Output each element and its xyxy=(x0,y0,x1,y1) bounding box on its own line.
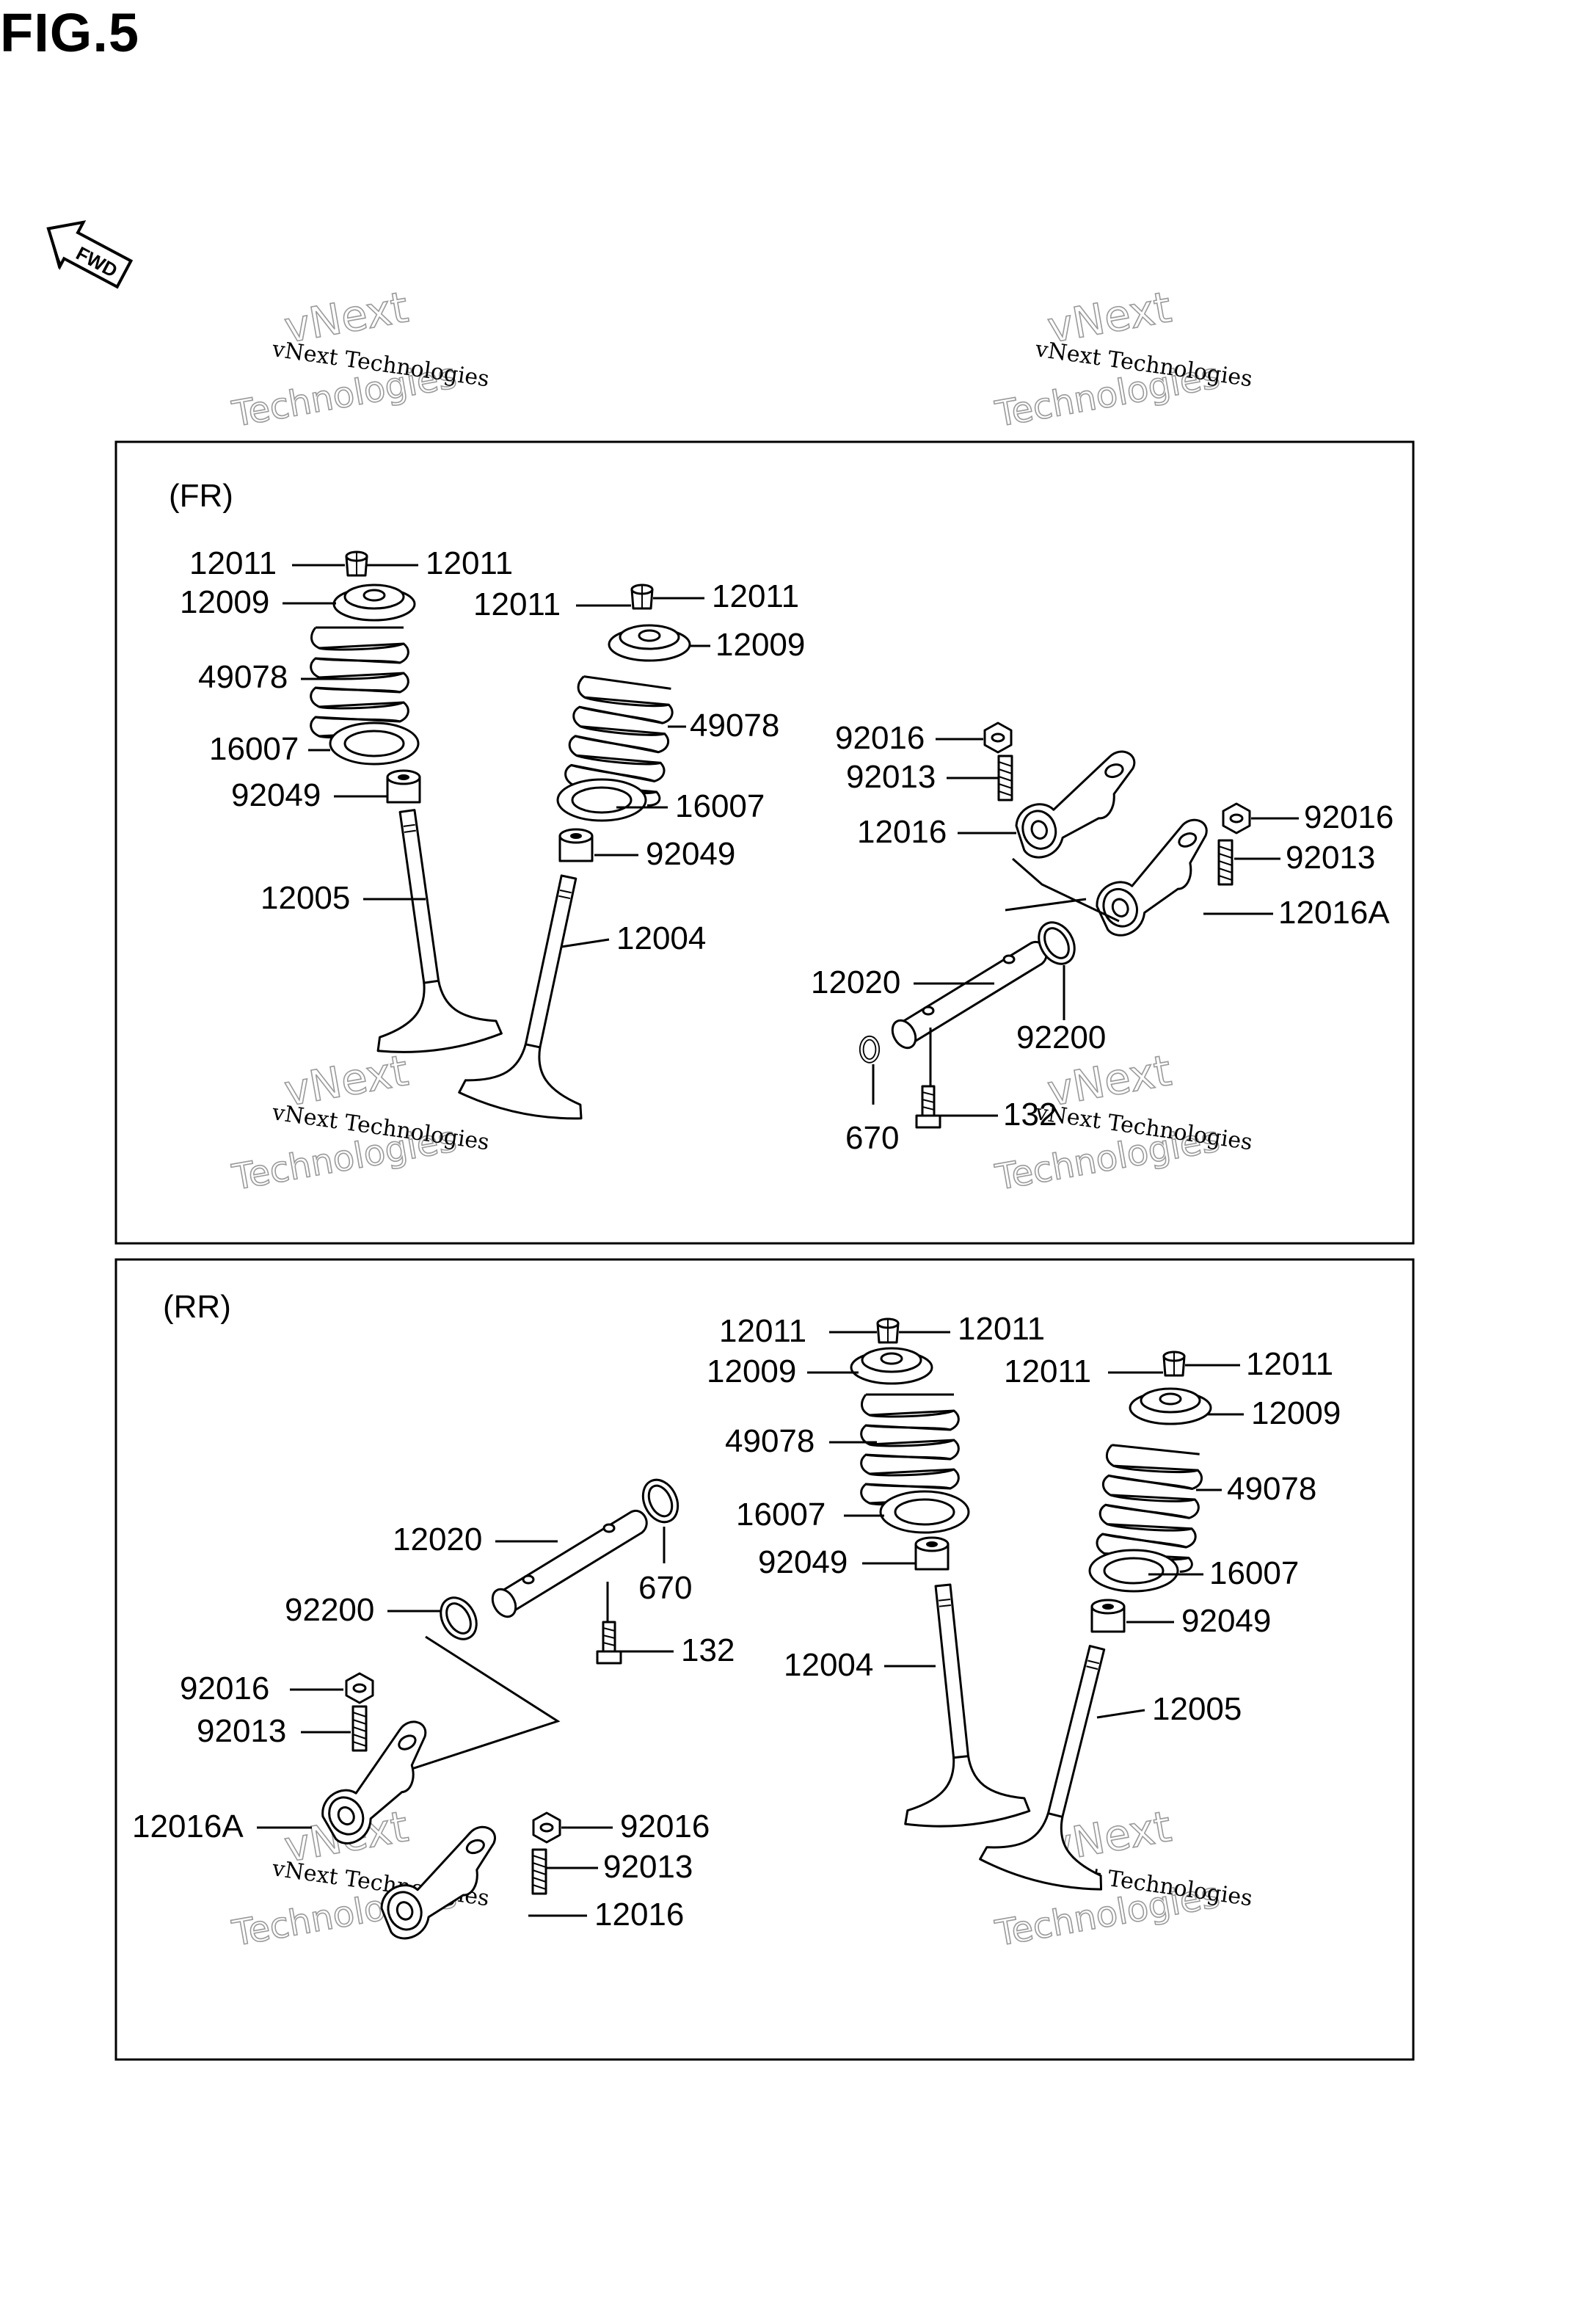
callout: 49078 xyxy=(198,659,288,695)
callout: 12020 xyxy=(393,1522,482,1557)
fr-callouts: 12011 12011 12009 49078 16007 92049 1200… xyxy=(180,545,1393,1156)
callout: 12009 xyxy=(715,627,805,663)
rr-callouts: 12011 12011 12009 49078 16007 92049 1200… xyxy=(132,1311,1341,1933)
fr-exhaust-valve-group xyxy=(310,550,504,1060)
callout: 92013 xyxy=(1286,840,1375,876)
callout: 92049 xyxy=(646,836,735,872)
panel-front-frame xyxy=(114,440,1415,1245)
callout: 92013 xyxy=(197,1713,286,1749)
callout: 12016 xyxy=(594,1897,684,1933)
panel-rear-frame xyxy=(114,1258,1415,2061)
panel-front-label: (FR) xyxy=(169,478,233,514)
callout: 12004 xyxy=(784,1647,873,1683)
callout: 12011 xyxy=(719,1313,806,1349)
callout: 12011 xyxy=(1004,1353,1091,1389)
panel-rear-label: (RR) xyxy=(163,1289,231,1325)
callout: 12009 xyxy=(180,584,269,620)
callout: 49078 xyxy=(1227,1471,1316,1507)
callout: 12016 xyxy=(857,814,947,850)
fr-rocker-assembly xyxy=(859,721,1251,1129)
fwd-arrow-icon: FWD xyxy=(46,220,134,289)
callout: 12011 xyxy=(473,586,561,622)
callout: 16007 xyxy=(675,788,765,824)
callout: 92013 xyxy=(846,759,936,795)
callout: 92049 xyxy=(1181,1603,1271,1639)
callout: 49078 xyxy=(725,1423,815,1459)
callout: 132 xyxy=(681,1632,735,1668)
callout: 92016 xyxy=(1304,799,1393,835)
callout: 12009 xyxy=(1251,1395,1341,1431)
callout: 12005 xyxy=(1152,1691,1242,1727)
callout: 92049 xyxy=(231,777,321,813)
callout: 92200 xyxy=(285,1592,374,1628)
rr-intake-valve-group xyxy=(850,1317,1032,1833)
callout: 12011 xyxy=(426,545,513,581)
callout: 92200 xyxy=(1016,1019,1106,1055)
callout: 12011 xyxy=(1246,1346,1333,1382)
callout: 92016 xyxy=(180,1671,269,1706)
callout: 92016 xyxy=(620,1808,710,1844)
callout: 12005 xyxy=(260,880,350,916)
callout: 670 xyxy=(638,1570,692,1606)
callout: 12011 xyxy=(958,1311,1045,1347)
callout: 12011 xyxy=(189,545,277,581)
callout: 132 xyxy=(1003,1097,1057,1133)
callout: 12009 xyxy=(707,1353,796,1389)
rr-rocker-assembly xyxy=(302,1473,686,1945)
callout: 16007 xyxy=(209,731,299,767)
callout: 12020 xyxy=(811,964,900,1000)
callout: 92016 xyxy=(835,720,925,756)
callout: 49078 xyxy=(690,708,779,744)
callout: 670 xyxy=(845,1120,899,1156)
callout: 12016A xyxy=(132,1808,244,1844)
callout: 16007 xyxy=(736,1497,826,1533)
callout: 12016A xyxy=(1278,895,1390,931)
callout: 92013 xyxy=(603,1849,693,1885)
callout: 12004 xyxy=(616,920,706,956)
callout: 16007 xyxy=(1209,1555,1299,1591)
callout: 12011 xyxy=(712,578,799,614)
callout: 92049 xyxy=(758,1544,848,1580)
figure-title: FIG.5 xyxy=(0,2,140,63)
